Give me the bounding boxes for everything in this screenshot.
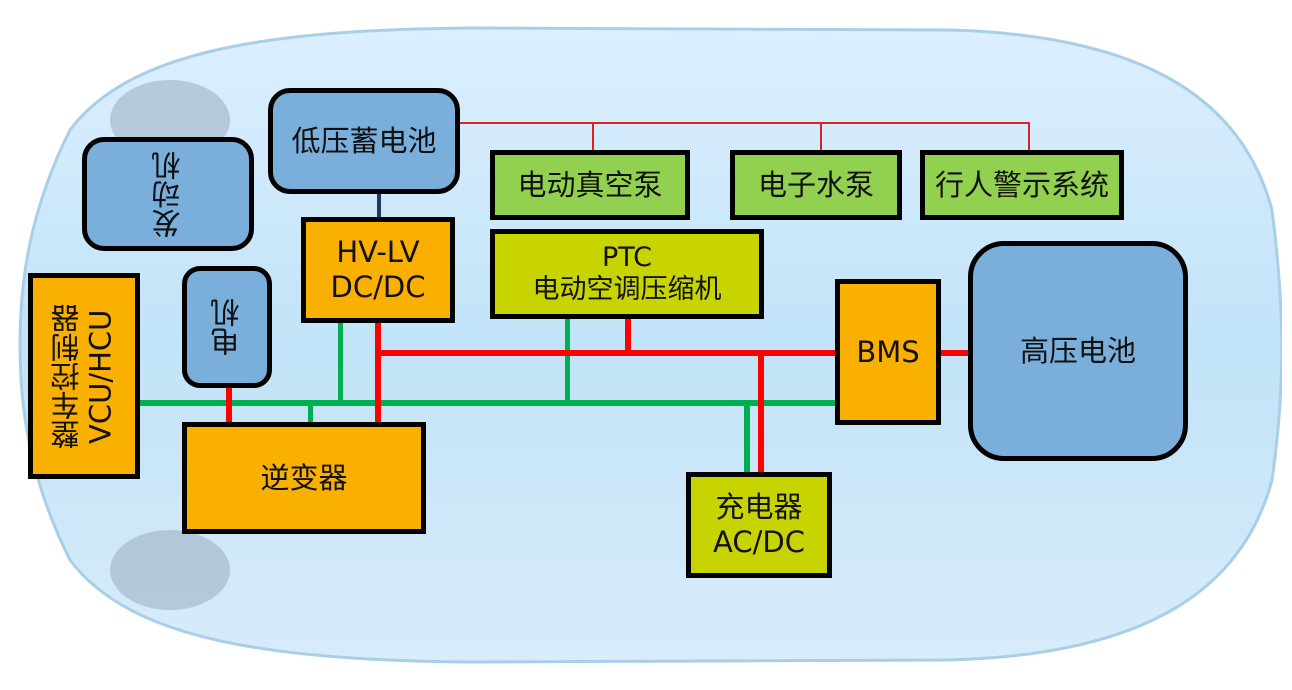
motor-label: 电机 (209, 298, 244, 356)
inverter-box: 逆变器 (182, 422, 426, 534)
vcu-box: 整车控制器 VCU/HCU (28, 273, 140, 479)
ptc-label-line1: PTC (601, 241, 653, 273)
ptc-label-line2: 电动空调压缩机 (532, 274, 722, 305)
charger-label-line1: 充电器 (715, 490, 803, 525)
motor-box: 电机 (182, 266, 272, 388)
lv-drop-pedestrian-warning (1028, 122, 1030, 152)
can-drop-charger (744, 403, 750, 475)
dcdc-box: HV-LV DC/DC (301, 217, 455, 323)
hv-drop-dcdc-inverter (375, 322, 381, 424)
dcdc-label-line2: DC/DC (330, 270, 426, 304)
pedestrian-warning-label: 行人警示系统 (934, 167, 1109, 202)
lv-battery-dcdc-line (377, 192, 381, 218)
hv-battery-label: 高压电池 (1019, 333, 1136, 368)
lv-battery-box: 低压蓄电池 (268, 88, 460, 194)
hv-motor-inverter-line (226, 385, 232, 425)
dcdc-label-line1: HV-LV (336, 235, 420, 270)
pedestrian-warning-box: 行人警示系统 (920, 150, 1124, 220)
engine-label: 发动机 (150, 150, 185, 238)
bms-box: BMS (835, 279, 941, 425)
vacuum-pump-box: 电动真空泵 (490, 150, 690, 220)
hv-bms-battery-line (938, 350, 972, 356)
vcu-label-line2: VCU/HCU (83, 308, 117, 444)
charger-box: 充电器 AC/DC (686, 472, 832, 578)
water-pump-box: 电子水泵 (730, 150, 902, 220)
lv-drop-vacuum-pump (592, 122, 594, 152)
engine-box: 发动机 (82, 137, 254, 251)
bms-label: BMS (856, 334, 920, 369)
hv-battery-box: 高压电池 (968, 241, 1188, 461)
hv-drop-charger (758, 353, 764, 475)
can-bus-line (140, 400, 838, 406)
water-pump-label: 电子水泵 (757, 167, 874, 202)
charger-label-line2: AC/DC (713, 525, 805, 559)
lv-bus-line (460, 122, 1030, 124)
hv-drop-ptc (625, 318, 631, 352)
vcu-label: 整车控制器 VCU/HCU (49, 303, 118, 449)
can-drop-ptc (565, 318, 570, 402)
vacuum-pump-label: 电动真空泵 (517, 167, 663, 202)
lv-battery-label: 低压蓄电池 (291, 123, 437, 158)
hv-bus-line (376, 350, 838, 356)
lv-drop-water-pump (820, 122, 822, 152)
ptc-compressor-box: PTC 电动空调压缩机 (490, 229, 764, 319)
can-drop-dcdc (338, 322, 343, 402)
vcu-label-line1: 整车控制器 (49, 303, 84, 449)
inverter-label: 逆变器 (260, 460, 348, 495)
can-drop-inverter (308, 403, 313, 425)
